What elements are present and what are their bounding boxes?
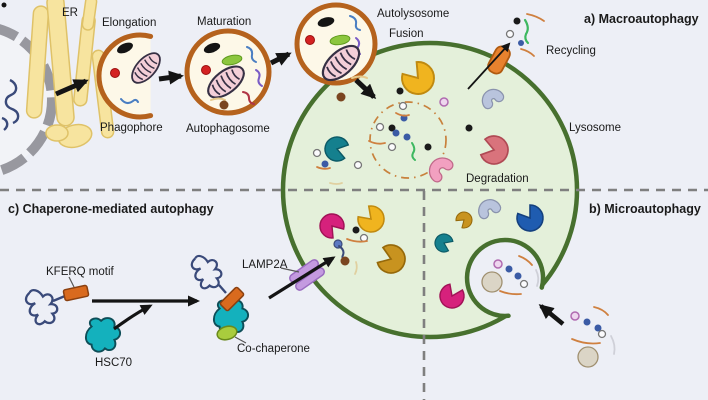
er-label: ER	[62, 7, 78, 19]
invagination-cargo	[481, 255, 540, 296]
enzyme-icon	[483, 90, 503, 108]
degradation-label: Degradation	[466, 173, 529, 185]
lipid-droplet-icon	[117, 42, 133, 54]
kferq-motif-label: KFERQ motif	[46, 266, 115, 278]
fusion-arrow	[354, 78, 377, 100]
lamp2a-label-pointer	[280, 267, 300, 273]
lamp2a-label: LAMP2A	[242, 259, 288, 271]
er-to-phagophore-arrow	[55, 78, 89, 97]
lysosome-micro-particles	[431, 199, 549, 313]
autolysosome	[294, 2, 378, 88]
lysosome-label: Lysosome	[569, 122, 621, 134]
panel-title-microautophagy: b) Microautophagy	[589, 202, 701, 216]
fusion-label: Fusion	[389, 28, 424, 40]
autophagosome	[184, 28, 272, 116]
enzyme-icon	[479, 200, 500, 218]
phagophore-to-autophagosome-arrow	[158, 70, 184, 85]
translocation-arrow	[268, 256, 336, 300]
co-chaperone-label: Co-chaperone	[237, 343, 310, 355]
hsc70-binding-arrow	[113, 304, 153, 331]
autophagosome-label: Autophagosome	[186, 123, 270, 135]
kferq-motif-icon	[219, 286, 245, 312]
recycled-products	[505, 13, 545, 57]
co-chaperone-icon	[216, 325, 238, 341]
kferq-motif-icon	[62, 284, 90, 302]
microautophagy-arrow	[538, 304, 565, 326]
phagophore-label: Phagophore	[100, 122, 163, 134]
labels: ER Elongation Phagophore Maturation Auto…	[8, 7, 701, 369]
lamp2a-transporter-icon	[289, 259, 325, 291]
hsc70-icon	[84, 317, 122, 353]
lysosome-cma-particles	[314, 201, 410, 278]
phagophore	[96, 32, 166, 120]
panel-title-macroautophagy: a) Macroautophagy	[584, 12, 699, 26]
recycling-arrow	[467, 42, 511, 90]
chromatin-icon	[1, 78, 20, 131]
enzyme-icon	[430, 158, 453, 182]
cma-pathway	[24, 254, 336, 353]
elongation-label: Elongation	[102, 17, 156, 29]
autophagosome-to-autolysosome-arrow	[269, 51, 292, 66]
hsc70-label: HSC70	[95, 357, 132, 369]
maturation-label: Maturation	[197, 16, 251, 28]
degradation-zone-ring	[369, 101, 447, 179]
kferq-label-pointer	[68, 276, 75, 288]
recycling-label: Recycling	[546, 45, 596, 57]
lysosome-degradation-particles	[312, 56, 512, 185]
cytosolic-cargo	[570, 306, 616, 368]
panel-title-cma: c) Chaperone-mediated autophagy	[8, 202, 214, 216]
autolysosome-label: Autolysosome	[377, 8, 449, 20]
co-chaperone-label-pointer	[234, 336, 247, 344]
